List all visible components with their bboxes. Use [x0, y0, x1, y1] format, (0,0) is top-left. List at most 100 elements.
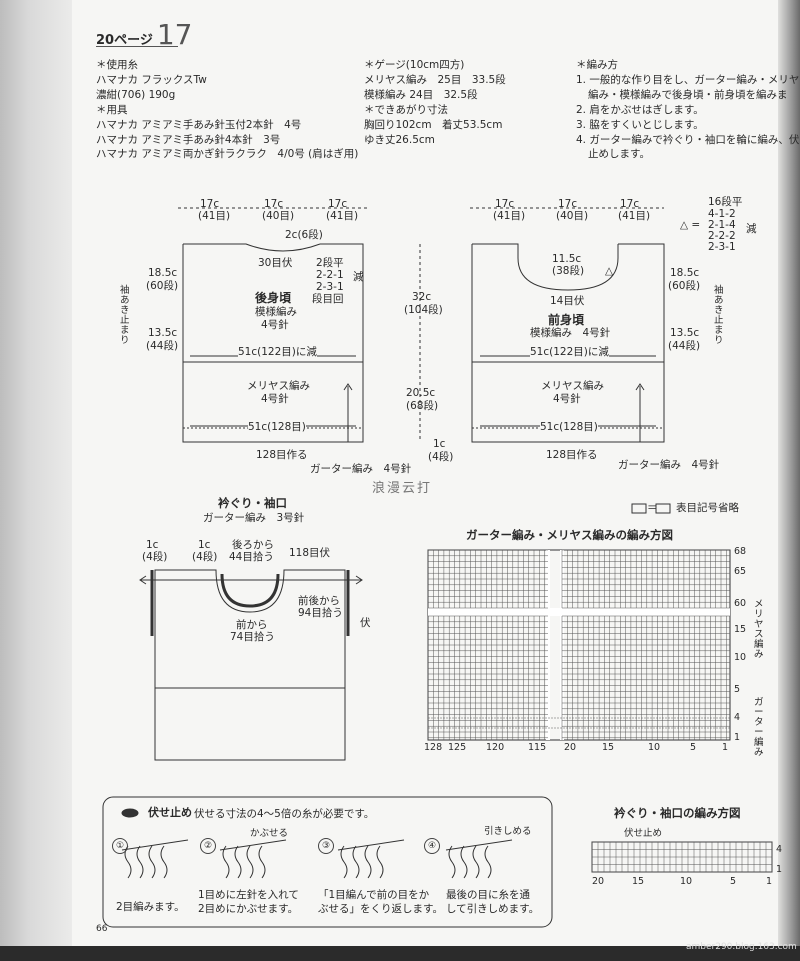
back-width-3: 17c — [328, 198, 348, 210]
front-width-3-sts: (41目) — [618, 210, 651, 222]
collar-title: 衿ぐり・袖口 — [218, 496, 287, 510]
back-side: 13.5c — [148, 327, 178, 339]
step-4-note: 引きしめる — [484, 826, 532, 837]
step-1-icon: ① — [112, 838, 128, 854]
front-neck-depth-rows: (38段) — [552, 265, 585, 277]
method-step-3: 3. 脇をすくいとじします。 — [576, 118, 704, 131]
front-needle-2: 4号針 — [553, 393, 581, 405]
front-width-1: 17c — [495, 198, 515, 210]
front-width-3: 17c — [620, 198, 640, 210]
back-needle: 4号針 — [261, 319, 289, 331]
back-width-2: 17c — [264, 198, 284, 210]
back-piece-outline — [182, 243, 364, 443]
gauge-title: ＊ゲージ(10cm四方) — [364, 59, 465, 71]
collar-arrow-left — [139, 575, 147, 585]
step-4-text-a: 最後の目に糸を通 — [446, 889, 530, 901]
size-row-1: 胸回り102cm 着丈53.5cm — [364, 118, 503, 131]
yarn-title: ＊使用糸 — [96, 59, 138, 71]
chart-right-label: 4 — [734, 712, 741, 723]
collar-chart-note: 伏せ止め — [624, 828, 663, 839]
chart-bottom-label: 128 — [424, 742, 443, 753]
tools-title: ＊用具 — [96, 103, 128, 116]
chart-side-stockinette: メリヤス編み — [754, 599, 764, 660]
front-neck-bindoff: 14目伏 — [550, 295, 585, 307]
collar-left-1: 1c — [146, 539, 159, 551]
collar-grid-lines — [591, 841, 773, 873]
front-sleeve-open: 袖あき止まり — [714, 285, 724, 346]
page-edge-shadow — [778, 0, 800, 961]
front-piece-outline — [471, 243, 665, 443]
collar-bottom-label: 5 — [730, 876, 737, 887]
size-title: ＊できあがり寸法 — [364, 103, 448, 116]
front-pattern: 模様編み 4号針 — [530, 327, 611, 339]
chart-right-label: 5 — [734, 684, 741, 695]
tool-1: ハマナカ アミアミ手あみ針玉付2本針 4号 — [96, 118, 302, 131]
front-name: 前身頃 — [548, 313, 585, 327]
front-side-rows: (44段) — [668, 340, 701, 352]
front-side: 13.5c — [670, 327, 700, 339]
header-underline — [96, 46, 178, 47]
page-number: 66 — [96, 924, 108, 934]
step-1-text: 2目編みます。 — [116, 901, 185, 913]
front-dec-label: 減 — [746, 223, 757, 235]
total-height-rows: (104段) — [404, 304, 443, 316]
back-dec-label: 減 — [353, 271, 364, 283]
collar-bottom-label: 20 — [592, 876, 605, 887]
collar-front-pick: 前から — [236, 619, 268, 631]
collar-right-label: 1 — [776, 864, 783, 875]
front-dec-2: 2-1-4 — [708, 219, 736, 231]
collar-sub: ガーター編み 3号針 — [203, 512, 305, 524]
back-name: 後身頃 — [255, 291, 292, 305]
armhole-pick-2: 94目拾う — [298, 607, 343, 619]
method-step-1b: 編み・模様編みで後身頃・前身頃を編みま — [588, 88, 788, 101]
chart-title: ガーター編み・メリヤス編みの編み方図 — [466, 528, 673, 542]
step-4-text-b: して引きしめます。 — [446, 903, 540, 915]
collar-back-pick: 後ろから — [232, 539, 274, 551]
gauge-section: ＊ゲージ(10cm四方) メリヤス編み 25目 33.5段 模様編み 24目 3… — [364, 58, 506, 147]
lower-height-rows: (68段) — [406, 400, 439, 412]
step-2-text-a: 1目めに左針を入れて — [198, 889, 299, 901]
chart-bottom-label: 10 — [648, 742, 661, 753]
front-dec-4: 2-3-1 — [708, 241, 736, 253]
collar-left-2-rows: (4段) — [192, 551, 218, 563]
legend-box-knit — [655, 503, 671, 514]
step-3-icon: ③ — [318, 838, 334, 854]
front-dec-1: 4-1-2 — [708, 208, 736, 220]
step-2-icon: ② — [200, 838, 216, 854]
back-sleeve-open: 袖あき止まり — [120, 285, 130, 346]
front-width-2-sts: (40目) — [556, 210, 589, 222]
page-prefix: 20ページ — [96, 33, 153, 48]
back-width-3-sts: (41目) — [326, 210, 359, 222]
front-dec-title: 16段平 — [708, 196, 743, 208]
pattern-number: 17 — [156, 18, 193, 51]
collar-front-pick-2: 74目拾う — [230, 631, 275, 643]
front-mid-decrease: 51c(122目)に減 — [530, 345, 609, 360]
step-2-text-b: 2目めにかぶせます。 — [198, 903, 299, 915]
back-bottom-width: 51c(128目) — [248, 420, 306, 435]
collar-bottom-label: 10 — [680, 876, 693, 887]
chart-right-label: 68 — [734, 546, 747, 557]
front-bottom-width: 51c(128目) — [540, 420, 598, 435]
back-garter: ガーター編み 4号針 — [310, 463, 412, 475]
tool-2: ハマナカ アミアミ手あみ針4本針 3号 — [96, 133, 281, 146]
bind-off-symbol — [121, 808, 139, 818]
back-neck-bindoff: 30目伏 — [258, 257, 293, 269]
watermark-text: 浪漫云打 — [372, 481, 433, 496]
chart-bottom-label: 120 — [486, 742, 505, 753]
front-armhole-rows: (60段) — [668, 280, 701, 292]
chart-bottom-label: 15 — [602, 742, 615, 753]
method-title: ＊編み方 — [576, 59, 618, 71]
method-step-1a: 1. 一般的な作り目をし、ガーター編み・メリヤ — [576, 73, 800, 86]
armhole-bindoff: 伏 — [360, 617, 371, 629]
back-armhole-rows: (60段) — [146, 280, 179, 292]
materials-section: ＊使用糸 ハマナカ フラックスTw 濃紺(706) 190g ＊用具 ハマナカ … — [96, 58, 358, 162]
bind-off-sketches — [121, 839, 513, 879]
yarn-name: ハマナカ フラックスTw — [96, 73, 207, 86]
front-stockinette: メリヤス編み — [541, 380, 604, 392]
front-arrow-head — [635, 383, 645, 391]
front-width-1-sts: (41目) — [493, 210, 526, 222]
bindoff-desc: 伏せる寸法の4～5倍の糸が必要です。 — [194, 808, 375, 820]
back-dec-1: 2-2-1 — [316, 269, 344, 281]
